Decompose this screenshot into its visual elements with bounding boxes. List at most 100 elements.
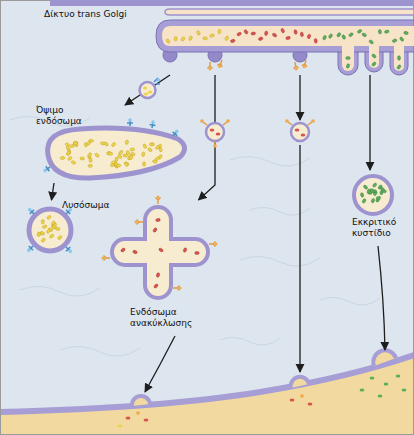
transport-arrow	[199, 75, 216, 200]
transport-arrow	[378, 246, 385, 350]
released-cargo	[300, 394, 304, 398]
golgi-network	[251, 32, 256, 36]
receptor	[64, 245, 74, 255]
late-endosome-shape	[155, 156, 160, 161]
secretory-vesicle-shape	[354, 176, 392, 214]
transport-vesicle	[216, 133, 221, 136]
golgi-network	[50, 0, 414, 6]
receptor	[102, 257, 105, 260]
golgi-network	[203, 36, 208, 40]
cytoplasm-texture	[10, 116, 380, 356]
plasma-membrane	[0, 355, 414, 435]
cytoplasm-texture	[220, 337, 280, 345]
receptor	[102, 256, 111, 261]
released-cargo	[370, 376, 375, 379]
recycling-endosome-shape	[114, 241, 206, 263]
transport-vesicle	[210, 129, 215, 132]
secretory-vesicle-shape	[371, 198, 376, 203]
receptor	[301, 59, 308, 69]
golgi-network	[188, 36, 193, 41]
late-endosome-shape	[155, 145, 160, 150]
receptor	[43, 168, 48, 173]
recycling-endosome-shape	[183, 247, 188, 252]
recycling-endosome-shape	[110, 237, 210, 267]
transport-vesicle	[285, 119, 315, 141]
node-label: Όψιμο ενδόσωμα	[36, 105, 96, 127]
late-endosome-shape	[141, 152, 145, 157]
late-endosome-shape	[88, 164, 93, 167]
golgi-network	[328, 33, 333, 38]
golgi-network	[300, 32, 304, 37]
released-cargo	[396, 374, 401, 377]
golgi-network	[348, 32, 353, 37]
golgi-network	[285, 36, 290, 40]
cytoplasm-texture	[20, 286, 100, 296]
golgi-network	[396, 64, 401, 69]
released-cargo	[384, 382, 389, 385]
golgi-network	[307, 34, 311, 39]
transport-arrow	[125, 75, 170, 105]
receptor	[42, 165, 52, 174]
receptor	[156, 196, 161, 205]
transport-arrow	[299, 75, 300, 120]
late-endosome-shape	[42, 118, 185, 178]
transport-vesicle	[301, 134, 306, 137]
receptor	[26, 206, 36, 216]
receptor	[27, 207, 32, 212]
transport-vesicle	[144, 93, 148, 96]
golgi-network	[384, 30, 389, 34]
released-cargo	[118, 424, 123, 427]
secretory-vesicle-node: Εκκριτικό κυστίδιο	[340, 170, 414, 245]
recycling-endosome-shape	[132, 250, 137, 254]
golgi-network	[371, 53, 376, 58]
lysosome-shape	[41, 237, 46, 242]
late-endosome-shape	[60, 156, 65, 160]
golgi-network	[174, 36, 177, 41]
lysosome-shape	[37, 232, 41, 237]
golgi-network	[361, 32, 366, 37]
late-endosome-shape	[150, 143, 155, 146]
golgi-network	[165, 38, 170, 43]
golgi-network	[346, 63, 350, 68]
lysosome-shape	[49, 234, 54, 239]
released-cargo	[136, 411, 140, 415]
golgi-network	[403, 31, 408, 35]
receptor	[127, 118, 133, 126]
recycling-endosome-shape	[155, 218, 160, 222]
cytoplasm-texture	[240, 256, 320, 266]
golgi-network	[369, 39, 374, 44]
receptor	[218, 65, 222, 69]
receptor	[128, 118, 132, 122]
secretory-vesicle-shape	[372, 182, 377, 187]
released-cargo	[360, 388, 365, 391]
recycling-endosome-shape	[120, 247, 125, 252]
lysosome-shape	[57, 235, 62, 240]
golgi-network	[346, 57, 351, 60]
transport-vesicle	[203, 122, 227, 145]
late-endosome-shape	[73, 141, 78, 144]
transport-vesicle	[285, 119, 289, 123]
node-label: Λυσόσωμα	[62, 200, 122, 211]
golgi-network	[314, 38, 318, 43]
receptor	[174, 129, 179, 134]
recycling-endosome-shape	[152, 227, 157, 232]
receptor	[157, 196, 160, 199]
golgi-network	[165, 9, 414, 15]
golgi-network	[209, 34, 214, 38]
golgi-network	[258, 36, 263, 41]
receptor	[215, 243, 218, 246]
late-endosome-shape	[71, 160, 76, 164]
released-cargo	[308, 402, 313, 405]
plasma-membrane	[373, 350, 396, 366]
secretory-vesicle-shape	[362, 198, 367, 203]
receptor	[179, 287, 182, 290]
late-endosome-shape	[116, 164, 121, 167]
late-endosome-shape	[125, 140, 129, 145]
late-endosome-shape	[147, 147, 152, 152]
golgi-network	[218, 29, 221, 34]
lysosome-shape	[40, 231, 45, 236]
late-endosome-shape	[67, 156, 72, 161]
golgi-network	[236, 32, 241, 37]
transport-arrow	[145, 75, 385, 392]
receptor	[208, 62, 213, 71]
